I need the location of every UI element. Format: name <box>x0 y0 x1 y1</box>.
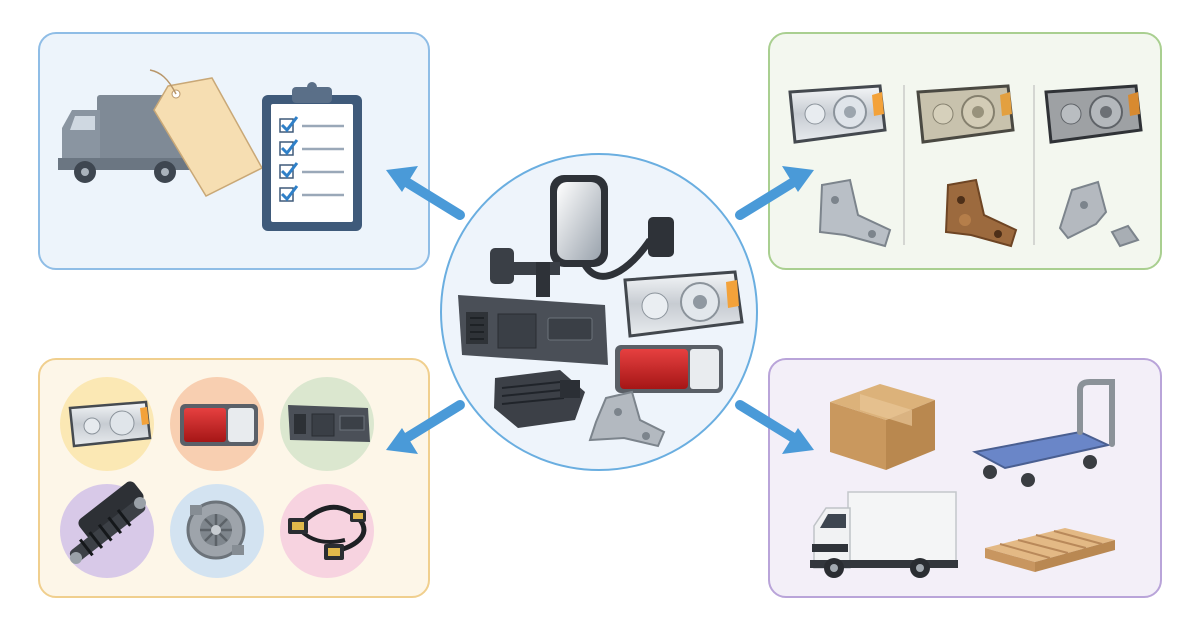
category-items <box>68 400 370 564</box>
checklist-clipboard-icon <box>262 82 362 231</box>
dashboard-panel-icon <box>458 295 608 365</box>
bracket-broken-icon <box>1058 180 1140 248</box>
platform-trolley-icon <box>972 379 1115 487</box>
tail-light-icon <box>615 345 723 393</box>
arrow-to-shipping <box>735 400 814 454</box>
headlight-worn-icon <box>1044 84 1143 144</box>
arrow-to-order-inspection <box>386 166 465 220</box>
shipping-items <box>810 379 1115 578</box>
wiring-harness-icon <box>288 504 367 560</box>
alternator-icon <box>186 500 246 560</box>
wooden-pallet-icon <box>985 528 1115 572</box>
bracket-icon <box>588 390 666 448</box>
headlight-used-icon <box>916 84 1015 144</box>
box-truck-icon <box>810 491 958 578</box>
price-tag-icon <box>149 69 264 197</box>
bracket-rusty-icon <box>944 178 1018 248</box>
arrow-to-condition-grading <box>735 166 814 220</box>
cardboard-box-icon <box>830 384 935 470</box>
headlight-new-icon <box>788 84 887 144</box>
arrow-to-part-categories <box>386 400 465 454</box>
headlight-icon <box>623 270 744 338</box>
checkmark-icon <box>279 116 299 202</box>
hub-parts <box>458 175 744 448</box>
arrows <box>386 166 814 454</box>
tail-light-category-icon <box>180 404 258 446</box>
condition-grading-grid <box>788 84 1143 248</box>
dashboard-category-icon <box>288 405 370 442</box>
bracket-new-icon <box>818 178 892 248</box>
ecu-module-icon <box>494 370 585 428</box>
headlight-category-icon <box>68 400 152 448</box>
side-mirror-icon <box>490 175 674 297</box>
shock-absorber-icon <box>69 481 146 564</box>
